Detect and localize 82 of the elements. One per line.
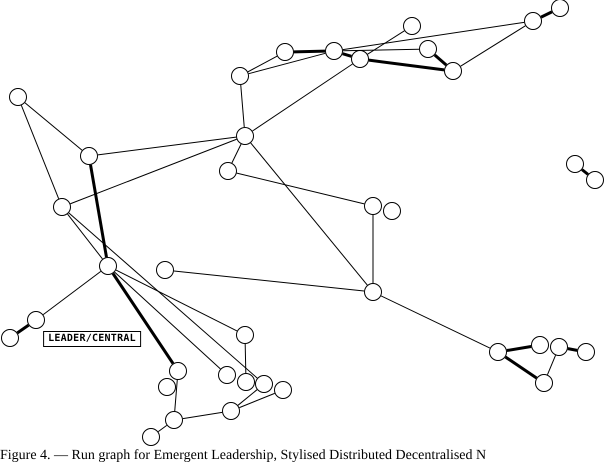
link-line: [67, 214, 103, 260]
agent-node: [550, 338, 568, 356]
agent-node: [364, 283, 382, 301]
agent-node: [222, 402, 240, 420]
link-line: [114, 272, 221, 370]
agent-node: [419, 40, 437, 58]
agent-node: [236, 127, 254, 145]
link-line: [368, 58, 444, 72]
link-line: [89, 164, 108, 258]
link-line: [294, 50, 326, 54]
link-line: [247, 56, 278, 72]
agent-node: [535, 374, 553, 392]
link-line: [231, 144, 242, 164]
agent-node: [27, 311, 45, 329]
link-line: [504, 356, 538, 380]
link-line: [97, 136, 237, 156]
agent-node: [577, 343, 595, 361]
agent-node: [218, 366, 236, 384]
agent-node: [531, 336, 549, 354]
agent-node: [586, 171, 604, 189]
agent-node: [9, 88, 27, 106]
link-line: [173, 270, 365, 292]
link-line: [158, 424, 168, 432]
agent-node: [219, 162, 237, 180]
agent-node: [99, 257, 117, 275]
agent-node: [236, 326, 254, 344]
link-line: [42, 270, 102, 316]
link-line: [174, 379, 178, 412]
agent-node: [351, 50, 369, 68]
agent-node: [444, 62, 462, 80]
link-line: [372, 214, 374, 284]
agent-node: [551, 0, 569, 17]
agent-node: [383, 202, 401, 220]
link-line: [20, 104, 60, 200]
agent-node: [403, 17, 421, 35]
agent-node: [364, 197, 382, 215]
link-line: [70, 138, 238, 204]
figure-caption: Figure 4. — Run graph for Emergent Leadership, Stylised Distributed Decentralised N: [0, 449, 486, 463]
link-line: [342, 48, 420, 52]
link-line: [367, 30, 405, 55]
link-line: [116, 270, 238, 332]
agent-node: [165, 411, 183, 429]
agent-node: [524, 12, 542, 30]
link-line: [581, 168, 589, 176]
agent-node: [274, 381, 292, 399]
link-line: [380, 295, 490, 349]
link-line: [112, 272, 174, 364]
link-line: [68, 212, 258, 379]
agent-node: [80, 147, 98, 165]
link-line: [240, 84, 245, 128]
agent-node: [566, 155, 584, 173]
agent-node: [142, 428, 160, 446]
link-line: [506, 345, 532, 352]
link-line: [252, 64, 354, 132]
link-line: [460, 25, 526, 67]
label-box: LEADER/CENTRAL: [43, 331, 141, 347]
agent-node: [156, 261, 174, 279]
link-line: [342, 22, 525, 50]
link-line: [342, 52, 352, 58]
link-line: [244, 344, 246, 374]
link-line: [546, 354, 556, 376]
agent-node: [169, 362, 187, 380]
agent-node: [276, 43, 294, 61]
link-line: [238, 392, 276, 408]
agent-node: [1, 329, 19, 347]
agent-node: [489, 343, 507, 361]
link-line: [250, 142, 368, 286]
link-line: [540, 10, 553, 18]
agent-node: [53, 198, 71, 216]
link-line: [16, 324, 30, 334]
link-line: [24, 102, 83, 151]
agent-node: [237, 373, 255, 391]
agent-node: [255, 375, 273, 393]
agent-node: [325, 42, 343, 60]
link-line: [248, 52, 326, 74]
link-line: [434, 54, 448, 66]
link-line: [236, 172, 365, 204]
link-line: [182, 412, 223, 420]
agent-node: [231, 67, 249, 85]
link-line: [237, 389, 258, 406]
link-line: [568, 347, 578, 352]
agent-node: [158, 378, 176, 396]
